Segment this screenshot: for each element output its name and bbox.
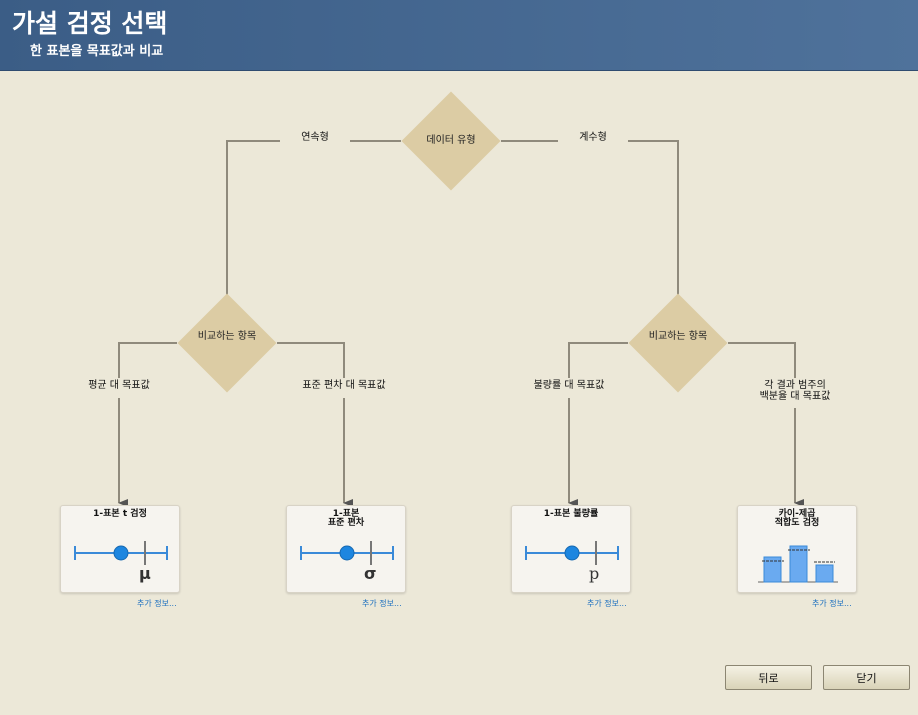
page-subtitle: 한 표본을 목표값과 비교 bbox=[30, 44, 164, 59]
test-1-sample-stdev[interactable]: 1-표본 표준 편차 σ bbox=[286, 505, 406, 593]
interval-icon bbox=[300, 541, 394, 565]
test-1-proportion[interactable]: 1-표본 불량률 p bbox=[511, 505, 631, 593]
page-title: 가설 검정 선택 bbox=[12, 9, 168, 38]
back-button[interactable]: 뒤로 bbox=[725, 665, 812, 690]
header: 가설 검정 선택 한 표본을 목표값과 비교 bbox=[0, 0, 918, 71]
interval-icon bbox=[525, 541, 619, 565]
branch-stdev: 표준 편차 대 목표값 bbox=[302, 380, 386, 391]
branch-proportion: 불량률 대 목표값 bbox=[533, 380, 605, 391]
more-info-link[interactable]: 추가 정보... bbox=[362, 599, 402, 608]
bar-chart-icon bbox=[758, 545, 838, 583]
close-button[interactable]: 닫기 bbox=[823, 665, 910, 690]
more-info-link[interactable]: 추가 정보... bbox=[137, 599, 177, 608]
mu-symbol: μ bbox=[139, 564, 151, 583]
branch-count: 계수형 bbox=[579, 132, 607, 143]
p-symbol: p bbox=[589, 564, 600, 583]
decision-label: 데이터 유형 bbox=[426, 135, 476, 146]
sigma-symbol: σ bbox=[364, 564, 377, 583]
decision-label: 비교하는 항목 bbox=[648, 331, 708, 342]
branch-mean: 평균 대 목표값 bbox=[88, 380, 150, 391]
test-1-sample-t[interactable]: 1-표본 t 검정 μ bbox=[60, 505, 180, 593]
branch-continuous: 연속형 bbox=[301, 132, 329, 143]
test-chi-square-gof[interactable]: 카이-제곱 적합도 검정 bbox=[737, 505, 857, 593]
more-info-link[interactable]: 추가 정보... bbox=[812, 599, 852, 608]
interval-icon bbox=[74, 541, 168, 565]
more-info-link[interactable]: 추가 정보... bbox=[587, 599, 627, 608]
decision-label: 비교하는 항목 bbox=[197, 331, 257, 342]
